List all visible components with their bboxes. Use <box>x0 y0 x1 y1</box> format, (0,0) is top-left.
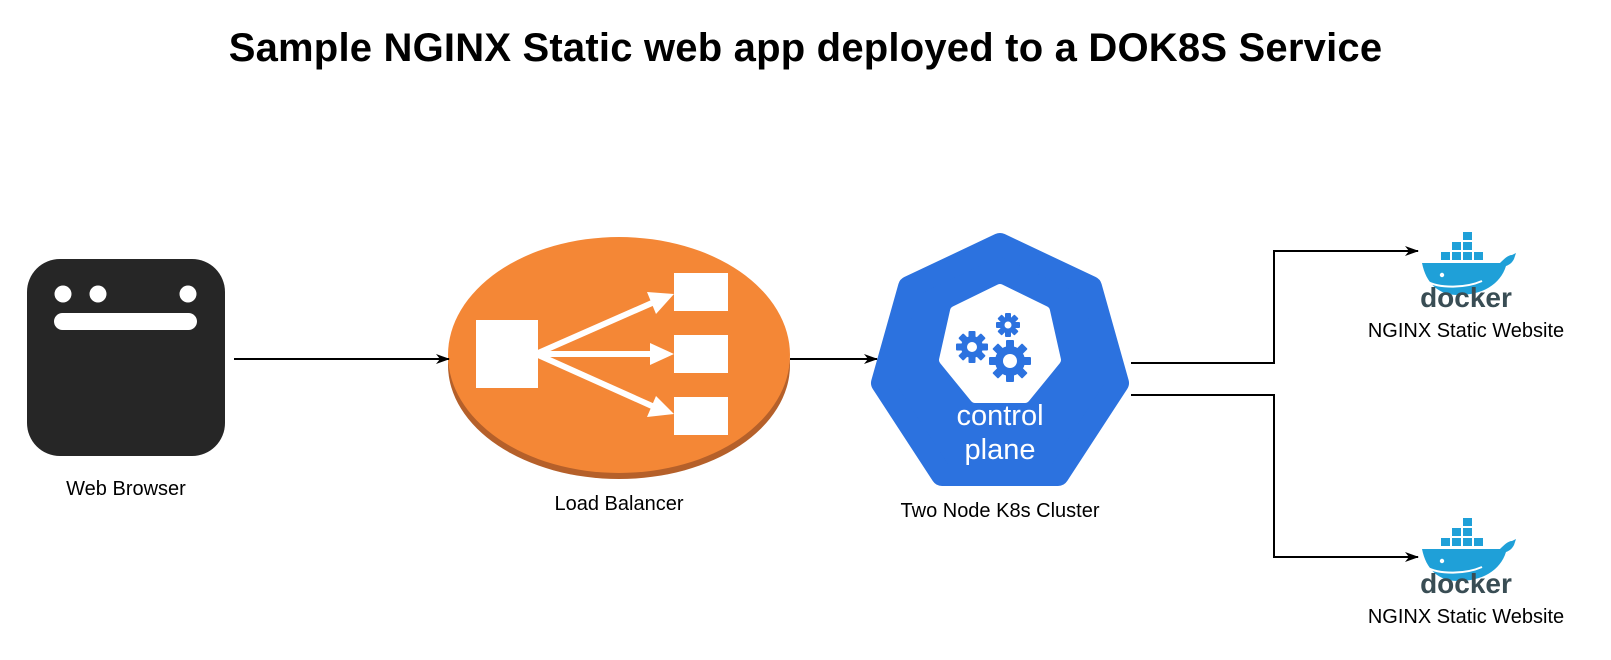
docker-wordmark-2: docker <box>1420 568 1512 599</box>
lb-arrow-3-head <box>647 396 674 417</box>
load-balancer-icon <box>448 237 790 479</box>
lb-arrow-2-head <box>650 343 674 365</box>
lb-target-box-1 <box>674 273 728 311</box>
browser-window-body <box>27 259 225 456</box>
browser-address-bar <box>54 313 197 330</box>
k8s-control-plane-icon <box>871 233 1129 486</box>
k8s-inner-badge <box>939 284 1061 403</box>
diagram-title: Sample NGINX Static web app deployed to … <box>228 26 1383 70</box>
docker-whale-icon <box>1422 518 1516 581</box>
browser-window-icon <box>27 259 225 456</box>
browser-dot-2 <box>89 285 107 303</box>
control-plane-text: control plane <box>956 399 1043 467</box>
cluster-label: Two Node K8s Cluster <box>900 500 1100 522</box>
control-plane-line-2: plane <box>964 434 1036 466</box>
gears-icon <box>956 313 1031 382</box>
lb-arrow-1-head <box>647 292 674 314</box>
website-2-label: NGINX Static Website <box>1367 606 1565 628</box>
lb-arrow-3-shaft <box>534 351 654 409</box>
lb-target-box-3 <box>674 397 728 435</box>
browser-dot-3 <box>179 285 197 303</box>
docker-logo-1: docker <box>1420 232 1516 313</box>
lb-target-box-2 <box>674 335 728 373</box>
docker-whale-icon <box>1422 232 1516 295</box>
docker-wordmark-1: docker <box>1420 282 1512 313</box>
control-plane-line-1: control <box>956 400 1044 432</box>
lb-source-box <box>476 320 538 388</box>
browser-dot-1 <box>54 285 72 303</box>
edge-cluster-to-website-1 <box>1131 246 1419 364</box>
edge-cluster-to-website-2 <box>1131 394 1419 562</box>
web-browser-label: Web Browser <box>66 478 186 500</box>
docker-logo-2: docker <box>1420 518 1516 599</box>
load-balancer-label: Load Balancer <box>554 493 684 515</box>
lb-arrow-1-shaft <box>534 300 654 357</box>
website-1-label: NGINX Static Website <box>1367 320 1565 342</box>
